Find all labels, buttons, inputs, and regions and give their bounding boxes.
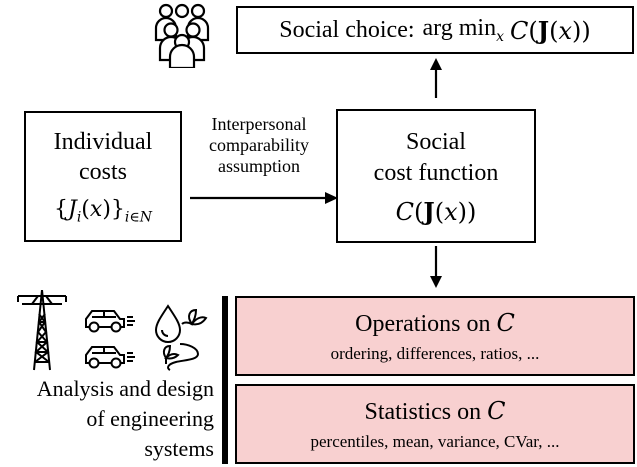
operations-subtitle: ordering, differences, ratios, ... bbox=[330, 343, 540, 363]
car-icon bbox=[85, 310, 135, 369]
social-cost-formula: C(J(x)) bbox=[395, 196, 477, 226]
social-choice-label: Social choice: bbox=[279, 16, 415, 43]
separator-bar bbox=[222, 296, 228, 464]
social-cost-title: Social cost function bbox=[373, 128, 499, 186]
power-tower-icon bbox=[17, 290, 67, 371]
arrow-up bbox=[430, 58, 442, 98]
water-drop-plant-icon bbox=[154, 304, 208, 371]
individual-costs-title: Individual costs bbox=[53, 129, 153, 186]
analysis-label: Analysis and design of engineering syste… bbox=[36, 376, 214, 461]
social-cost-box: Social cost function C(J(x)) bbox=[336, 109, 536, 243]
individual-costs-formula: {Ji(x)}i∈N bbox=[53, 197, 153, 226]
argmin-text: arg minx bbox=[422, 15, 504, 45]
social-choice-box: Social choice: arg minx C(J(x)) bbox=[236, 6, 634, 54]
statistics-subtitle: percentiles, mean, variance, CVar, ... bbox=[310, 431, 560, 451]
arrow-label: Interpersonal comparability assumption bbox=[209, 114, 309, 176]
statistics-title: Statistics on C bbox=[364, 396, 506, 425]
operations-title: Operations on C bbox=[355, 308, 515, 337]
individual-costs-box: Individual costs {Ji(x)}i∈N bbox=[24, 111, 182, 242]
social-choice-formula: C(J(x)) bbox=[509, 15, 591, 45]
statistics-box: Statistics on C percentiles, mean, varia… bbox=[235, 384, 635, 464]
arrow-down bbox=[430, 246, 442, 288]
arrow-right bbox=[190, 192, 338, 204]
operations-box: Operations on C ordering, differences, r… bbox=[235, 296, 635, 376]
people-group-icon bbox=[154, 3, 210, 68]
